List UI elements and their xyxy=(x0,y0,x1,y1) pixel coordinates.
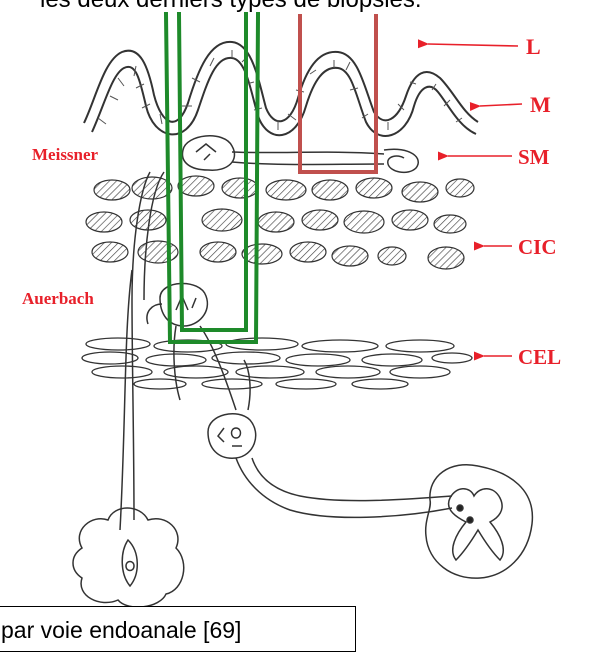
mucosa-folds xyxy=(84,42,478,136)
arrow-M xyxy=(480,104,522,106)
label-SM: SM xyxy=(518,145,550,169)
label-M: M xyxy=(530,92,551,117)
spinal-cord-section xyxy=(426,465,533,578)
caption-text: par voie endoanale [69] xyxy=(1,617,241,644)
green-biopsy-outline xyxy=(166,14,258,342)
label-CEL: CEL xyxy=(518,345,561,369)
organ-section xyxy=(73,508,184,607)
label-CIC: CIC xyxy=(518,235,557,259)
circular-muscle-layer xyxy=(86,176,474,269)
caption-box: par voie endoanale [69] xyxy=(0,606,356,652)
auerbach-ganglion xyxy=(147,283,236,410)
label-auerbach: Auerbach xyxy=(22,289,94,308)
extrinsic-ganglion xyxy=(208,360,452,517)
arrow-L xyxy=(428,44,518,46)
layer-arrows xyxy=(428,44,522,356)
label-L: L xyxy=(526,34,541,59)
longitudinal-muscle-layer xyxy=(82,338,472,389)
label-meissner: Meissner xyxy=(32,145,99,164)
